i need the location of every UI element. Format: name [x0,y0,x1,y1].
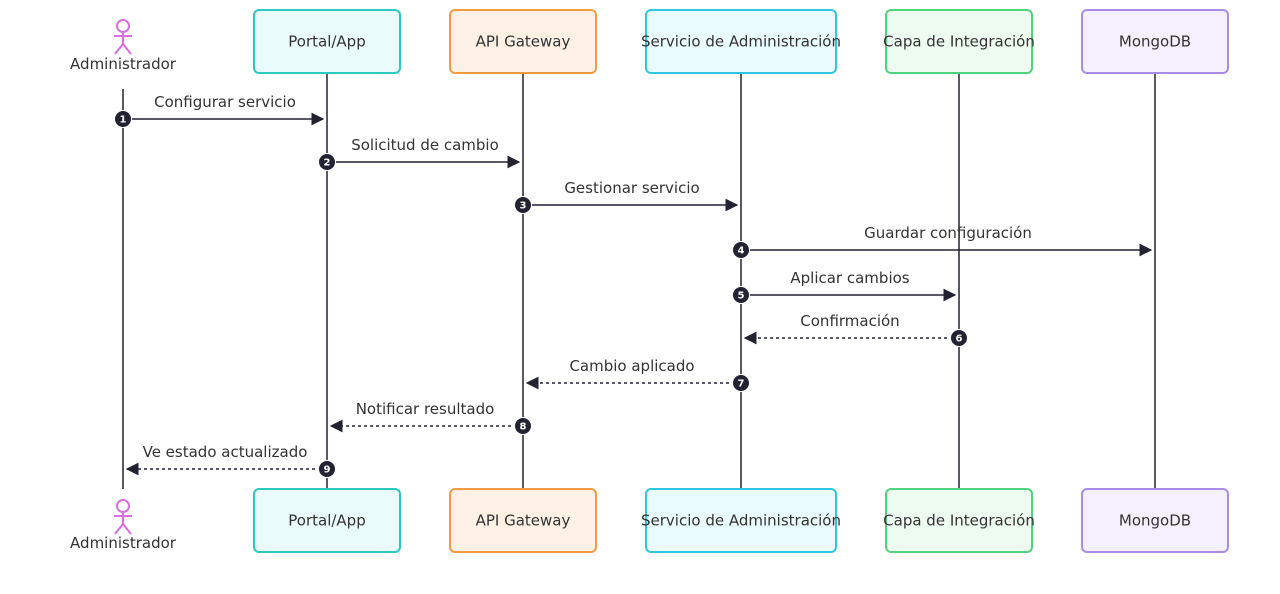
participant-box-capa-de-integracion-top: Capa de Integración [883,9,1035,74]
message-2: Solicitud de cambio 2 [318,136,521,171]
participant-box-mongodb-bottom: MongoDB [1081,488,1229,553]
actor-label: Administrador [70,534,177,552]
actor-figure-bottom: Administrador [70,499,177,552]
participant-rect [1081,9,1229,74]
participant-box-capa-de-integracion-bottom: Capa de Integración [883,488,1035,553]
message-label: Configurar servicio [154,93,296,111]
sequence-number: 4 [738,246,745,257]
participant-label: API Gateway [476,512,571,530]
participant-rect [253,488,401,553]
sequence-number-badge: 9 [318,460,336,478]
actor-label: Administrador [70,55,177,73]
participant-label: Servicio de Administración [641,512,841,530]
participant-box-portal-app-top: Portal/App [253,9,401,74]
message-7: Cambio aplicado 7 [525,357,750,392]
sequence-number-badge: 1 [114,110,132,128]
lifelines [122,73,1156,489]
message-4: Guardar configuración 4 [732,224,1153,259]
message-label: Guardar configuración [864,224,1032,242]
participant-rect [253,9,401,74]
message-3: Gestionar servicio 3 [514,179,739,214]
sequence-number-badge: 5 [732,286,750,304]
participant-headers-bottom: Portal/App API Gateway Servicio de Adminis… [253,488,1229,553]
message-label: Solicitud de cambio [351,136,499,154]
actor-figure-top: Administrador [70,19,177,73]
participant-box-portal-app-bottom: Portal/App [253,488,401,553]
participant-rect [885,9,1033,74]
participant-rect [1081,488,1229,553]
participant-rect [449,9,597,74]
participant-box-mongodb-top: MongoDB [1081,9,1229,74]
participant-rect [449,488,597,553]
participant-label: API Gateway [476,33,571,51]
participant-rect [885,488,1033,553]
message-8: Notificar resultado 8 [329,400,532,435]
message-9: Ve estado actualizado 9 [125,443,336,478]
message-label: Gestionar servicio [564,179,699,197]
participant-label: Portal/App [288,33,365,51]
sequence-number: 8 [520,422,527,433]
participant-label: Capa de Integración [883,512,1035,530]
participant-box-api-gateway-top: API Gateway [449,9,597,74]
sequence-number-badge: 4 [732,241,750,259]
participant-label: Capa de Integración [883,33,1035,51]
sequence-number-badge: 3 [514,196,532,214]
participant-label: MongoDB [1119,512,1191,530]
participant-headers-top: Portal/App API Gateway Servicio de Adminis… [253,9,1229,74]
participant-rect [645,488,837,553]
sequence-number: 5 [738,291,745,302]
sequence-number: 2 [324,158,331,169]
participant-box-servicio-de-administracion-top: Servicio de Administración [641,9,841,74]
message-label: Aplicar cambios [790,269,909,287]
message-label: Ve estado actualizado [143,443,308,461]
sequence-number-badge: 2 [318,153,336,171]
participant-label: Portal/App [288,512,365,530]
participant-box-servicio-de-administracion-bottom: Servicio de Administración [641,488,841,553]
person-icon [114,19,132,55]
sequence-number-badge: 7 [732,374,750,392]
message-1: Configurar servicio 1 [114,93,325,128]
sequence-number: 9 [324,465,331,476]
sequence-number: 7 [738,379,745,390]
message-6: Confirmación 6 [743,312,968,347]
participant-box-api-gateway-bottom: API Gateway [449,488,597,553]
message-label: Confirmación [800,312,899,330]
participant-label: Servicio de Administración [641,33,841,51]
participant-label: MongoDB [1119,33,1191,51]
person-icon [114,499,132,535]
sequence-number: 3 [520,201,527,212]
sequence-number-badge: 6 [950,329,968,347]
message-label: Notificar resultado [356,400,495,418]
message-label: Cambio aplicado [569,357,694,375]
message-5: Aplicar cambios 5 [732,269,957,304]
sequence-number-badge: 8 [514,417,532,435]
sequence-number: 6 [956,334,963,345]
sequence-number: 1 [120,115,127,126]
participant-rect [645,9,837,74]
